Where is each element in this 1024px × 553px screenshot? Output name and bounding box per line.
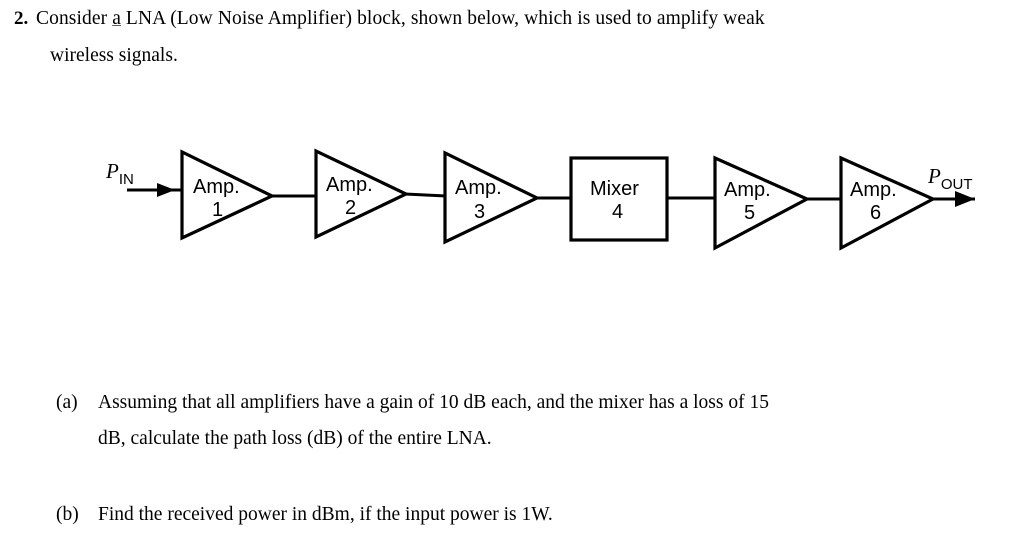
block-amp-5-index: 5 (744, 202, 755, 224)
subquestion-a-label: (a) (56, 392, 78, 413)
input-power-label: PIN (105, 159, 134, 188)
output-power-label: POUT (927, 164, 973, 193)
question-number: 2. (14, 8, 29, 29)
question-text-after: LNA (Low Noise Amplifier) block, shown b… (120, 8, 765, 29)
block-amp-1-name: Amp. (193, 176, 240, 198)
block-amp-2: Amp. 2 (314, 148, 410, 240)
block-amp-3-name: Amp. (455, 177, 502, 199)
subquestion-a: (a) Assuming that all amplifiers have a … (0, 385, 1000, 457)
block-amp-6: Amp. 6 (839, 155, 937, 251)
block-amp-1-index: 1 (212, 199, 223, 221)
block-amp-2-name: Amp. (326, 174, 373, 196)
question-text-before: Consider (36, 8, 113, 29)
block-amp-5-name: Amp. (724, 179, 771, 201)
block-mixer-4-name: Mixer (590, 178, 639, 200)
question-underlined-word: a (112, 8, 121, 29)
subquestion-b: (b) Find the received power in dBm, if t… (0, 497, 1000, 533)
output-arrow (931, 191, 975, 207)
question-line-2-text: wireless signals. (50, 45, 178, 66)
block-amp-5: Amp. 5 (713, 155, 811, 251)
block-mixer-4-index: 4 (612, 201, 623, 223)
block-amp-3-index: 3 (474, 201, 485, 223)
subquestion-a-line-1: (a) Assuming that all amplifiers have a … (0, 385, 1000, 421)
lna-block-diagram: PIN Amp. 1 Amp. 2 Amp. 3 Mixer 4 Am (105, 148, 975, 251)
wire-amp2-amp3 (404, 192, 447, 198)
subquestion-b-text-1: Find the received power in dBm, if the i… (98, 504, 553, 525)
subquestion-a-text-1: Assuming that all amplifiers have a gain… (98, 392, 769, 413)
question-line-1-text: Consider a LNA (Low Noise Amplifier) blo… (36, 0, 765, 37)
subquestion-a-text-2: dB, calculate the path loss (dB) of the … (98, 428, 492, 449)
input-arrow (127, 183, 175, 197)
subquestion-b-line-1: (b) Find the received power in dBm, if t… (0, 497, 1000, 533)
block-mixer-4: Mixer 4 (569, 156, 669, 242)
block-amp-6-index: 6 (870, 202, 881, 224)
subquestion-b-label: (b) (56, 504, 79, 525)
block-amp-2-index: 2 (345, 197, 356, 219)
block-amp-6-name: Amp. (850, 179, 897, 201)
block-amp-1: Amp. 1 (180, 149, 276, 241)
block-amp-3: Amp. 3 (443, 150, 541, 245)
question-block: 2. Consider a LNA (Low Noise Amplifier) … (0, 0, 1024, 74)
question-line-1: 2. Consider a LNA (Low Noise Amplifier) … (0, 0, 1024, 37)
